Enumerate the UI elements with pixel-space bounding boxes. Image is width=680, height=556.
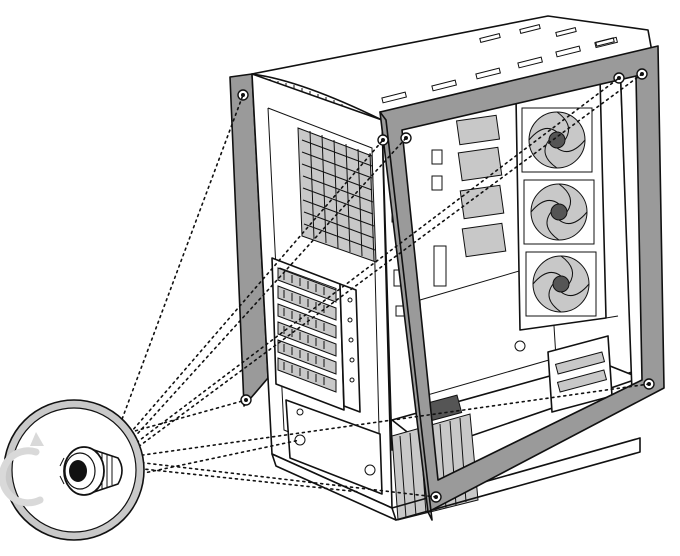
rotate-arrow-icon [0,432,44,507]
front-fans [515,73,619,331]
fan-2 [523,179,595,245]
expansion-slots [271,257,361,413]
rear-fan-mesh [297,127,377,263]
psu-opening [285,399,383,495]
leader-lines [117,73,650,498]
cable-management-column [391,114,507,317]
top-vent-slots [381,24,619,104]
glass-side-panel [379,45,665,521]
thumbscrew-callout [0,399,145,541]
fan-1 [521,107,593,173]
case-body [251,15,659,521]
thumbscrew-icon [59,446,123,496]
rear-top-edge [251,73,383,121]
fan-3 [525,251,597,317]
